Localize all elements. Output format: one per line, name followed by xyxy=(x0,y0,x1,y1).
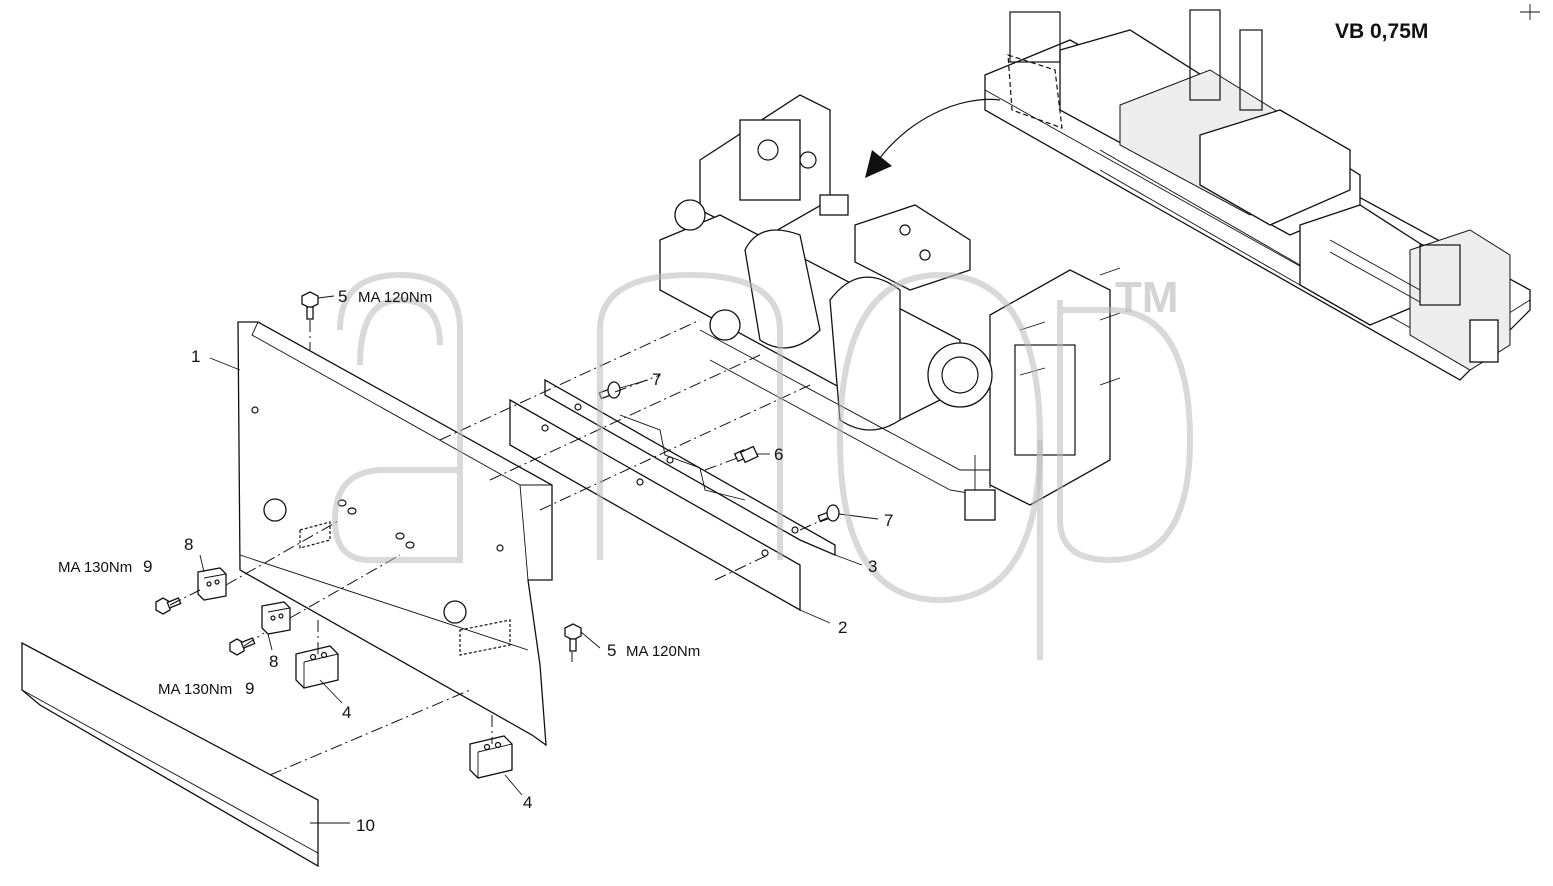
callout-6: 6 xyxy=(774,445,783,464)
watermark-tm: TM xyxy=(1115,273,1179,322)
part-4-blocks xyxy=(295,645,513,779)
callout-7-top: 7 xyxy=(652,370,661,389)
callout-3: 3 xyxy=(868,557,877,576)
bolt-5-top xyxy=(301,291,319,320)
machine-overview xyxy=(865,4,1540,381)
torque-9-upper: MA 130Nm xyxy=(58,559,132,576)
callout-9-upper: 9 xyxy=(143,557,152,576)
leader-lines xyxy=(199,295,879,824)
part-1-cover-panel xyxy=(237,321,553,747)
model-title: VB 0,75M xyxy=(1335,20,1428,43)
bolt-6 xyxy=(733,445,759,464)
callout-2: 2 xyxy=(838,618,847,637)
callout-4-upper: 4 xyxy=(342,703,351,722)
torque-5-top: MA 120Nm xyxy=(358,289,432,306)
callout-5-bottom: 5 xyxy=(607,641,616,660)
part-8-brackets xyxy=(197,567,291,635)
torque-9-lower: MA 130Nm xyxy=(158,681,232,698)
main-mechanism xyxy=(659,94,1121,521)
callout-4-lower: 4 xyxy=(523,793,532,812)
callout-labels: VB 0,75M 1 2 3 4 4 5 MA 120Nm 5 MA 120Nm… xyxy=(58,20,1428,835)
callout-10: 10 xyxy=(356,816,375,835)
callout-7-bottom: 7 xyxy=(884,511,893,530)
assembly-lines xyxy=(169,319,828,776)
bolt-5-bottom xyxy=(564,623,582,652)
bolt-7-bottom xyxy=(817,504,840,523)
callout-9-lower: 9 xyxy=(245,679,254,698)
bolt-9-bottom xyxy=(229,637,256,656)
watermark-logo: TM xyxy=(331,271,1194,660)
bolt-9-top xyxy=(155,597,182,615)
callout-5-top: 5 xyxy=(338,287,347,306)
callout-8-upper: 8 xyxy=(184,535,193,554)
bolts xyxy=(155,291,840,656)
part-10-bottom-strip xyxy=(21,641,319,868)
callout-8-lower: 8 xyxy=(269,652,278,671)
torque-5-bottom: MA 120Nm xyxy=(626,643,700,660)
part-2-3-strips xyxy=(509,378,836,612)
callout-1: 1 xyxy=(191,347,200,366)
